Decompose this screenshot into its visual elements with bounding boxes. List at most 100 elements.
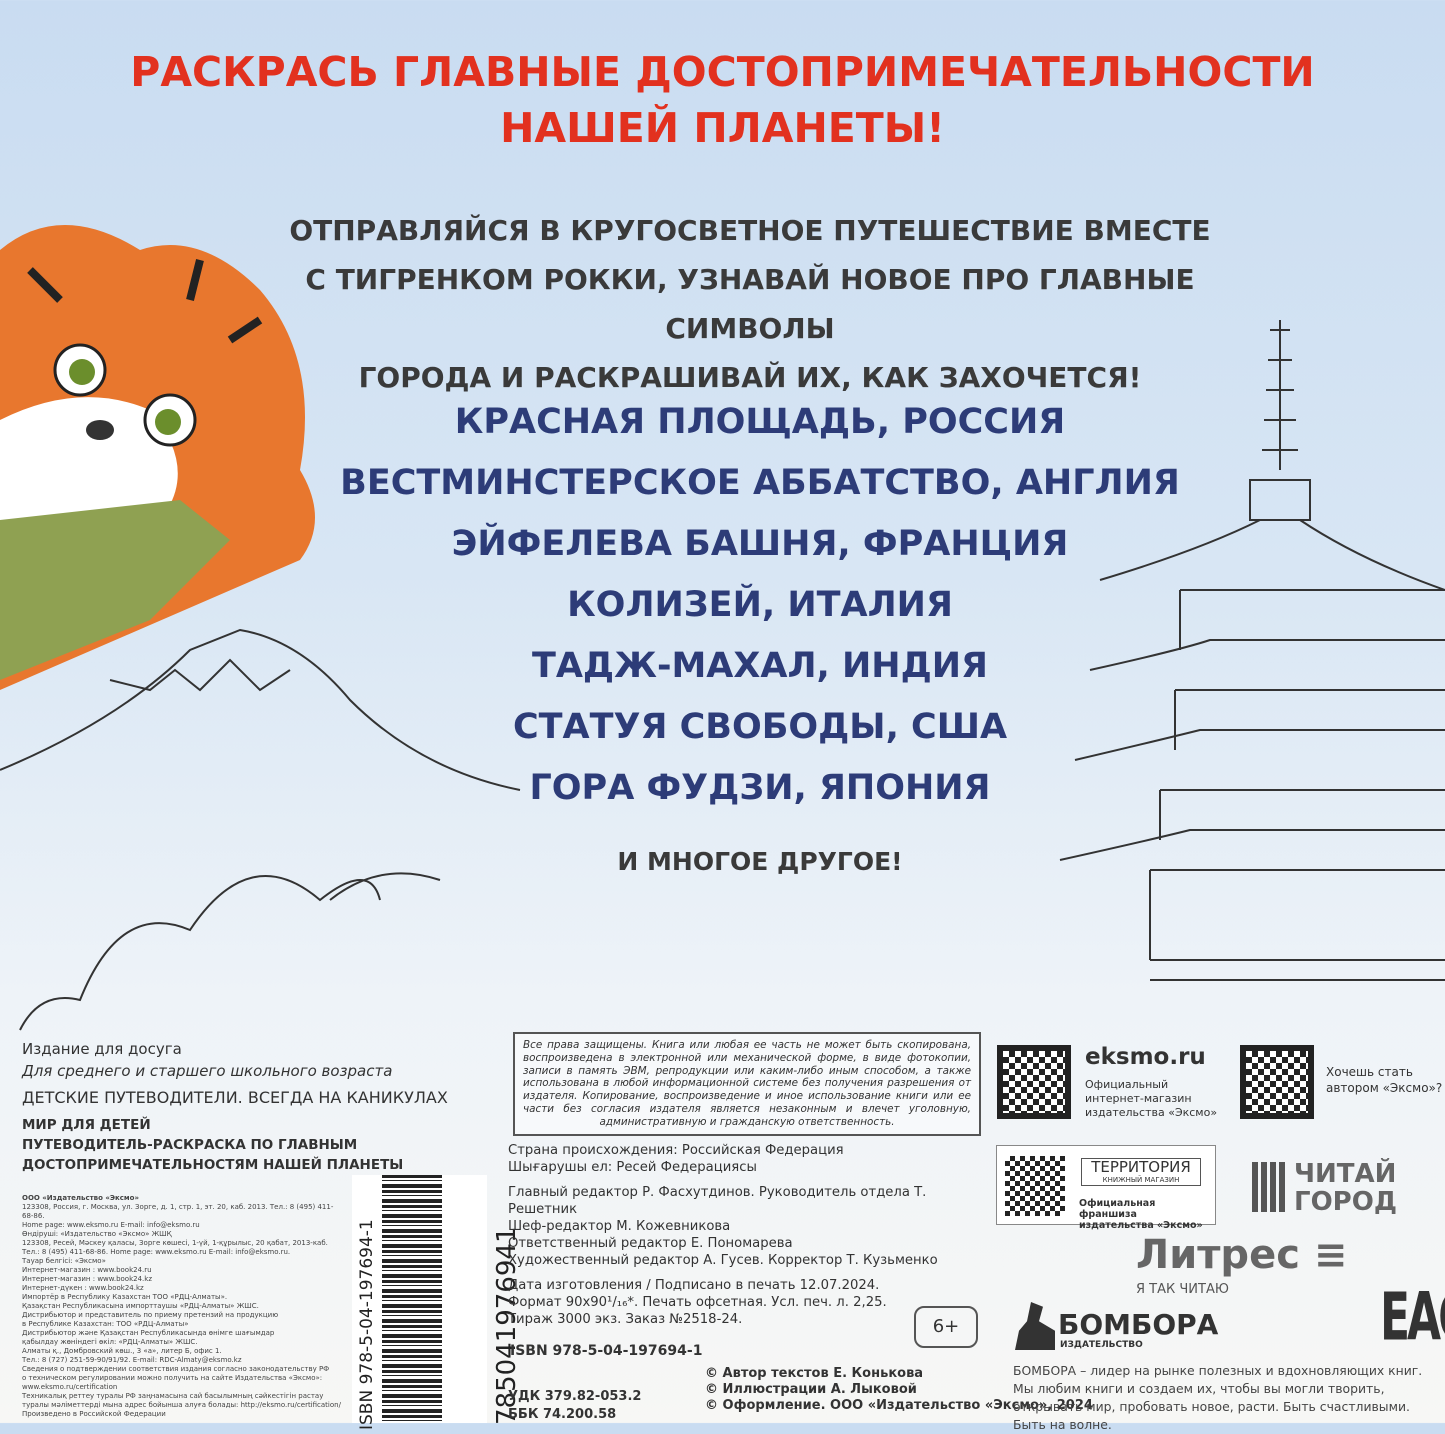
production-line: Художественный редактор А. Гусев. Коррек… (508, 1253, 938, 1268)
chitai-gorod-logo: ЧИТАЙ ГОРОД (1294, 1159, 1397, 1217)
fine-print-line: Алматы қ., Домбровский көш., 3 «а», лите… (22, 1347, 222, 1355)
credit-line: © Автор текстов Е. Конькова (705, 1366, 924, 1381)
production-line: Формат 90x90¹/₁₆*. Печать офсетная. Усл.… (508, 1295, 887, 1310)
fine-print-line: 123308, Россия, г. Москва, ул. Зорге, д.… (22, 1203, 334, 1220)
classification: УДК 379.82-053.2 ББК 74.200.58 (508, 1388, 641, 1424)
book-title-block: МИР ДЛЯ ДЕТЕЙ ПУТЕВОДИТЕЛЬ-РАСКРАСКА ПО … (22, 1115, 502, 1175)
landmark-item: КОЛИЗЕЙ, ИТАЛИЯ (567, 585, 953, 625)
title-line-1: РАСКРАСЬ ГЛАВНЫЕ ДОСТОПРИМЕЧАТЕЛЬНОСТИ (130, 48, 1315, 96)
fine-print-line: Произведено в Российской Федерации (22, 1410, 166, 1418)
landmark-item: КРАСНАЯ ПЛОЩАДЬ, РОССИЯ (454, 402, 1066, 442)
territory-caption: Официальная франшиза издательства «Эксмо… (1079, 1198, 1203, 1231)
intro-line: ОТПРАВЛЯЙСЯ В КРУГОСВЕТНОЕ ПУТЕШЕСТВИЕ В… (289, 214, 1211, 247)
fine-print-line: Өндіруші: «Издательство «Эксмо» ЖШҚ (22, 1230, 172, 1238)
litres-slogan: Я ТАК ЧИТАЮ (1136, 1282, 1229, 1297)
fine-print-line: в Республике Казахстан: ТОО «РДЦ-Алматы» (22, 1320, 189, 1328)
territory-logo-text: ТЕРРИТОРИЯ (1091, 1158, 1191, 1176)
pagoda-drawing (1059, 320, 1445, 981)
fine-print-line: о техническом регулировании можно получи… (22, 1374, 323, 1382)
production-line: Шығарушы ел: Ресей Федерациясы (508, 1160, 757, 1175)
territory-sub: КНИЖНЫЙ МАГАЗИН (1102, 1176, 1180, 1184)
fine-print-line: Қазақстан Республикасына импорттаушы «РД… (22, 1302, 259, 1310)
isbn-text: ISBN 978-5-04-197694-1 (510, 1343, 703, 1359)
qr-code-author[interactable] (1240, 1045, 1314, 1119)
barcode-bars (382, 1175, 442, 1423)
bombora-description: БОМБОРА – лидер на рынке полезных и вдох… (1013, 1363, 1423, 1432)
production-info: Страна происхождения: Российская Федерац… (508, 1142, 988, 1328)
eksmo-site: eksmo.ru (1085, 1044, 1206, 1070)
production-line: Страна происхождения: Российская Федерац… (508, 1143, 844, 1158)
fine-print-line: Тел.: 8 (495) 411-68-86. Home page: www.… (22, 1248, 291, 1256)
qr-code-eksmo[interactable] (997, 1045, 1071, 1119)
production-line: Шеф-редактор М. Кожевникова (508, 1219, 731, 1234)
production-line (508, 1269, 988, 1277)
fine-print-line: Техникалық реттеу туралы РФ заңнамасына … (22, 1392, 324, 1400)
production-line: Ответственный редактор Е. Пономарева (508, 1236, 793, 1251)
landmark-item: ЭЙФЕЛЕВА БАШНЯ, ФРАНЦИЯ (451, 524, 1069, 564)
rights-notice: Все права защищены. Книга или любая ее ч… (513, 1032, 981, 1136)
credit-line: © Оформление. ООО «Издательство «Эксмо»,… (705, 1398, 1093, 1413)
landmark-list: КРАСНАЯ ПЛОЩАДЬ, РОССИЯ ВЕСТМИНСТЕРСКОЕ … (300, 392, 1220, 819)
legal-fine-print: ООО «Издательство «Эксмо»123308, Россия,… (22, 1194, 342, 1419)
bombora-surfer-icon (1015, 1302, 1055, 1350)
fine-print-line: Импортёр в Республику Казахстан ТОО «РДЦ… (22, 1293, 228, 1301)
fine-print-line: Интернет-дүкен : www.book24.kz (22, 1284, 144, 1292)
litres-logo: Литрес ≡ (1136, 1232, 1347, 1278)
fine-print-line: Интернет-магазин : www.book24.kz (22, 1275, 153, 1283)
intro-line: ГОРОДА И РАСКРАШИВАЙ ИХ, КАК ЗАХОЧЕТСЯ! (358, 361, 1142, 394)
fine-print-line: Интернет-магазин : www.book24.ru (22, 1266, 152, 1274)
fine-print-line: ООО «Издательство «Эксмо» (22, 1194, 139, 1202)
age-rating-badge: 6+ (914, 1306, 978, 1348)
fine-print-line: Тел.: 8 (727) 251-59-90/91/92. E-mail: R… (22, 1356, 242, 1364)
mount-fuji-drawing (0, 628, 521, 1031)
book-title-line: ПУТЕВОДИТЕЛЬ-РАСКРАСКА ПО ГЛАВНЫМ (22, 1137, 358, 1153)
book-title-line: ДОСТОПРИМЕЧАТЕЛЬНОСТЯМ НАШЕЙ ПЛАНЕТЫ (22, 1157, 404, 1173)
illustrations (0, 225, 1445, 1031)
fine-print-line: Дистрибьютор және Қазақстан Республикасы… (22, 1329, 275, 1337)
chitai-gorod-icon (1252, 1162, 1288, 1212)
production-line: Главный редактор Р. Фасхутдинов. Руковод… (508, 1185, 927, 1217)
landmark-item: ВЕСТМИНСТЕРСКОЕ АББАТСТВО, АНГЛИЯ (340, 463, 1180, 503)
fine-print-line: Сведения о подтверждении соответствия из… (22, 1365, 330, 1373)
qr-code-territory[interactable] (1005, 1156, 1065, 1216)
eksmo-caption: Официальный интернет-магазин издательств… (1085, 1078, 1218, 1119)
fine-print-line: Home page: www.eksmo.ru E-mail: info@eks… (22, 1221, 200, 1229)
series-name: ДЕТСКИЕ ПУТЕВОДИТЕЛИ. ВСЕГДА НА КАНИКУЛА… (22, 1088, 448, 1107)
title-line-2: НАШЕЙ ПЛАНЕТЫ! (500, 104, 945, 152)
edition-type: Издание для досуга (22, 1040, 182, 1058)
fine-print-line: Тауар белгісі: «Эксмо» (22, 1257, 106, 1265)
menu-lines-icon: ≡ (1313, 1232, 1348, 1278)
udk: УДК 379.82-053.2 (508, 1389, 642, 1404)
bombora-sub: ИЗДАТЕЛЬСТВО (1060, 1340, 1143, 1350)
intro-line: С ТИГРЕНКОМ РОККИ, УЗНАВАЙ НОВОЕ ПРО ГЛА… (305, 263, 1195, 345)
barcode: ISBN 978-5-04-197694-1 785041976941 (352, 1175, 522, 1430)
landmark-item: ТАДЖ-МАХАЛ, ИНДИЯ (531, 646, 989, 686)
intro-text: ОТПРАВЛЯЙСЯ В КРУГОСВЕТНОЕ ПУТЕШЕСТВИЕ В… (230, 206, 1270, 402)
fine-print-line: 123308, Ресей, Мәскеу қаласы, Зорге көше… (22, 1239, 328, 1247)
landmark-item: ГОРА ФУДЗИ, ЯПОНИЯ (529, 768, 991, 808)
landmark-item: СТАТУЯ СВОБОДЫ, США (512, 707, 1008, 747)
left-imprint: Издание для досуга Для среднего и старше… (22, 1040, 502, 1175)
book-title-line: МИР ДЛЯ ДЕТЕЙ (22, 1117, 151, 1133)
bbk: ББК 74.200.58 (508, 1407, 617, 1422)
litres-text: Литрес (1136, 1232, 1300, 1278)
barcode-isbn: ISBN 978-5-04-197694-1 (357, 1219, 377, 1430)
credits: © Автор текстов Е. Конькова © Иллюстраци… (705, 1366, 1093, 1414)
fine-print-line: www.eksmo.ru/certification (22, 1383, 118, 1391)
author-cta: Хочешь стать автором «Эксмо»? (1326, 1065, 1443, 1095)
bombora-logo: БОМБОРА (1058, 1308, 1219, 1341)
eac-mark: EAC (1380, 1279, 1445, 1356)
production-line: Тираж 3000 экз. Заказ №2518-24. (508, 1312, 743, 1327)
age-group: Для среднего и старшего школьного возрас… (22, 1062, 393, 1080)
fine-print-line: туралы мәліметтерді мына адрес бойынша а… (22, 1401, 341, 1409)
fine-print-line: қабылдау жөніндегі өкіл: «РДЦ-Алматы» ЖШ… (22, 1338, 198, 1346)
credit-line: © Иллюстрации А. Лыковой (705, 1382, 917, 1397)
cover-title: РАСКРАСЬ ГЛАВНЫЕ ДОСТОПРИМЕЧАТЕЛЬНОСТИ Н… (0, 44, 1445, 156)
and-more-text: И МНОГОЕ ДРУГОЕ! (617, 847, 903, 876)
production-line (508, 1176, 988, 1184)
production-line: Дата изготовления / Подписано в печать 1… (508, 1278, 880, 1293)
tiger-character (0, 225, 315, 690)
fine-print-line: Дистрибьютор и представитель по приему п… (22, 1311, 279, 1319)
